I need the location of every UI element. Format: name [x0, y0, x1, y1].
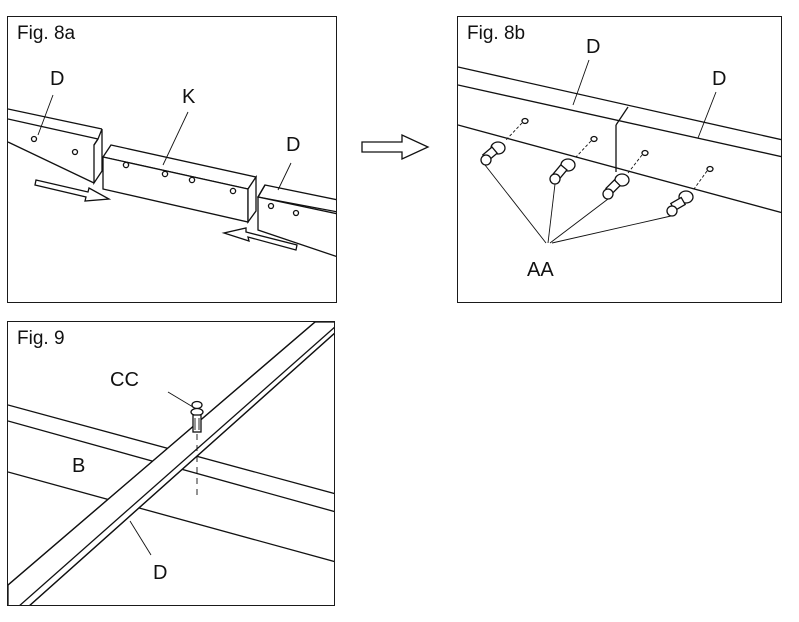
leader-d-left [572, 59, 590, 106]
figure-8a-drawing [8, 94, 336, 258]
arrow-left-icon [221, 227, 298, 251]
connector-k [101, 111, 258, 224]
bolt-aa-1 [480, 122, 523, 166]
figure-9-drawing [8, 322, 334, 605]
label-aa: AA [527, 259, 554, 281]
figure-title: Fig. 9 [17, 328, 65, 349]
beam-b [8, 404, 334, 563]
beam-d-joined [458, 66, 781, 214]
label-d-left: D [586, 36, 601, 58]
figure-8b-panel: Fig. 8b D D AA [457, 16, 782, 303]
process-arrow-icon [361, 133, 430, 161]
tube-d-right [256, 162, 336, 258]
figure-9-panel: Fig. 9 CC B D [7, 321, 335, 606]
label-k: K [182, 86, 196, 108]
bolt-aa-2 [549, 140, 592, 185]
label-d-right: D [286, 134, 301, 156]
leader-cc [167, 391, 194, 408]
leader-d-left [37, 94, 54, 136]
figure-8b-drawing [458, 59, 781, 244]
leader-d [129, 520, 152, 556]
leaders-aa [484, 164, 672, 244]
label-d: D [153, 562, 168, 584]
figure-title: Fig. 8a [17, 23, 76, 44]
label-d-left: D [50, 68, 65, 90]
figure-8a-panel: Fig. 8a D K D [7, 16, 337, 303]
label-b: B [72, 455, 86, 477]
label-cc: CC [110, 369, 139, 391]
arrow-right-icon [34, 179, 112, 202]
leader-d-right [697, 91, 717, 139]
beam-d-diagonal [8, 322, 334, 605]
bolt-aa-4 [666, 170, 708, 217]
screw-cc [190, 400, 204, 497]
label-d-right: D [712, 68, 727, 90]
tube-d-left [8, 108, 103, 186]
figure-title: Fig. 8b [467, 23, 526, 44]
bolt-aa-3 [602, 154, 643, 200]
